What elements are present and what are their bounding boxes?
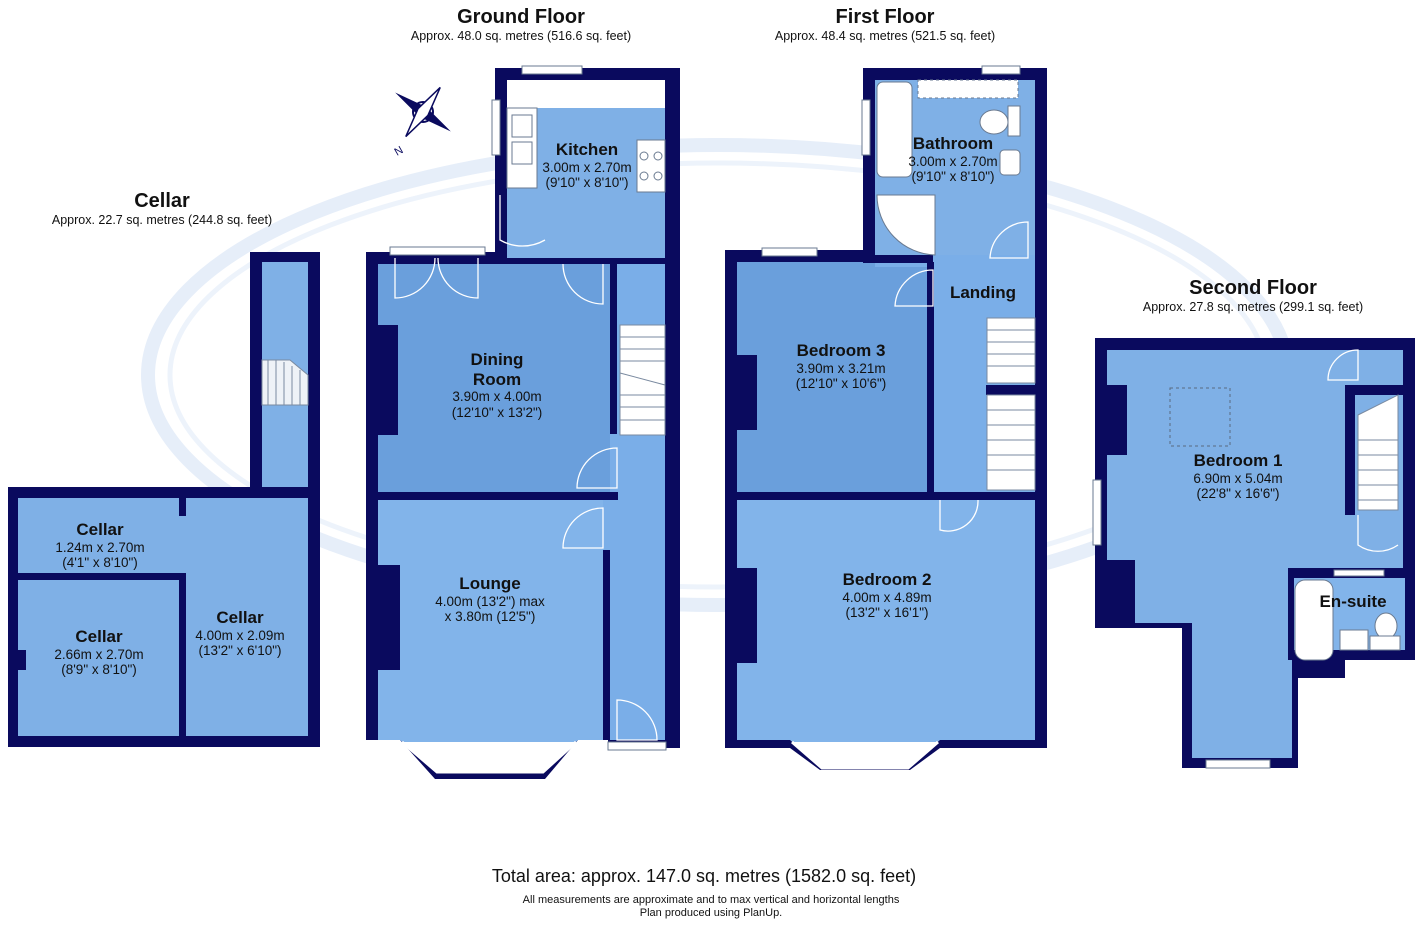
cellar-stairs xyxy=(261,359,309,406)
room-bathroom: Bathroom 3.00m x 2.70m (9'10" x 8'10") xyxy=(908,134,997,185)
second-floor-heading: Second Floor Approx. 27.8 sq. metres (29… xyxy=(1143,277,1363,314)
room-dimensions-metric: 4.00m x 4.89m xyxy=(842,589,932,605)
cellar-heading: Cellar Approx. 22.7 sq. metres (244.8 sq… xyxy=(52,190,272,227)
room-name: Dining xyxy=(470,350,524,369)
room-lounge: Lounge 4.00m (13'2") max x 3.80m (12'5") xyxy=(435,574,544,625)
disclaimer: All measurements are approximate and to … xyxy=(522,894,900,906)
first-floor-heading: First Floor Approx. 48.4 sq. metres (521… xyxy=(775,6,995,43)
room-cellar-c: Cellar 4.00m x 2.09m (13'2" x 6'10") xyxy=(195,608,284,659)
room-dimensions-metric: 2.66m x 2.70m xyxy=(54,646,144,662)
cellar-plan xyxy=(8,252,320,747)
room-name-line2: Room xyxy=(472,369,522,389)
room-dimensions-imperial: (13'2" x 6'10") xyxy=(198,643,282,659)
room-dimensions-imperial: (8'9" x 8'10") xyxy=(61,662,137,678)
room-dimensions-imperial: (13'2" x 16'1") xyxy=(845,605,929,621)
room-name: Bedroom 3 xyxy=(796,341,886,360)
room-en-suite: En-suite xyxy=(1319,592,1386,612)
room-name: Bathroom xyxy=(912,134,994,153)
second-floor-plan xyxy=(1092,338,1415,769)
room-name: Kitchen xyxy=(555,140,619,159)
first-floor-title: First Floor xyxy=(835,6,935,28)
room-name: Lounge xyxy=(459,574,521,593)
ground-floor-area: Approx. 48.0 sq. metres (516.6 sq. feet) xyxy=(410,29,632,43)
ground-floor-title: Ground Floor xyxy=(457,6,585,28)
cellar-title: Cellar xyxy=(134,190,190,212)
room-name: Cellar xyxy=(75,627,123,646)
room-cellar-b: Cellar 2.66m x 2.70m (8'9" x 8'10") xyxy=(54,627,143,678)
room-dimensions-metric: 3.90m x 4.00m xyxy=(452,389,542,405)
room-dimensions-metric: 3.00m x 2.70m xyxy=(908,153,998,169)
plan-credit: Plan produced using PlanUp. xyxy=(639,907,783,919)
room-kitchen: Kitchen 3.00m x 2.70m (9'10" x 8'10") xyxy=(542,140,631,191)
room-name: Bedroom 1 xyxy=(1193,451,1283,470)
room-dimensions-imperial: (12'10" x 13'2") xyxy=(451,404,543,420)
room-landing: Landing xyxy=(950,283,1016,303)
room-name: Cellar xyxy=(216,608,264,627)
first-stairs xyxy=(986,317,1036,491)
room-name: Cellar xyxy=(76,520,124,539)
second-stairs xyxy=(1357,394,1399,511)
room-bedroom-2: Bedroom 2 4.00m x 4.89m (13'2" x 16'1") xyxy=(842,570,931,621)
room-dimensions-imperial: (12'10" x 10'6") xyxy=(795,376,887,392)
room-dimensions-imperial: x 3.80m (12'5") xyxy=(444,609,536,625)
room-name: En-suite xyxy=(1319,592,1387,611)
room-dining: Dining Room 3.90m x 4.00m (12'10" x 13'2… xyxy=(452,350,543,420)
room-dimensions-metric: 4.00m (13'2") max xyxy=(435,593,545,609)
room-cellar-a: Cellar 1.24m x 2.70m (4'1" x 8'10") xyxy=(55,520,144,571)
room-name: Landing xyxy=(949,283,1017,302)
room-dimensions-metric: 4.00m x 2.09m xyxy=(195,627,285,643)
ground-floor-heading: Ground Floor Approx. 48.0 sq. metres (51… xyxy=(411,6,631,43)
room-dimensions-metric: 3.00m x 2.70m xyxy=(542,159,632,175)
room-dimensions-imperial: (22'8" x 16'6") xyxy=(1196,486,1280,502)
compass-icon: N xyxy=(393,86,451,159)
room-dimensions-imperial: (4'1" x 8'10") xyxy=(62,555,138,571)
cellar-area: Approx. 22.7 sq. metres (244.8 sq. feet) xyxy=(51,213,273,227)
room-bedroom-1: Bedroom 1 6.90m x 5.04m (22'8" x 16'6") xyxy=(1193,451,1282,502)
first-floor-area: Approx. 48.4 sq. metres (521.5 sq. feet) xyxy=(774,29,996,43)
first-floor-plan xyxy=(725,65,1047,770)
ground-stairs xyxy=(619,324,666,436)
room-name: Bedroom 2 xyxy=(842,570,932,589)
compass-north-label: N xyxy=(393,144,406,158)
total-area: Total area: approx. 147.0 sq. metres (15… xyxy=(491,866,917,886)
second-floor-title: Second Floor xyxy=(1189,277,1317,299)
room-bedroom-3: Bedroom 3 3.90m x 3.21m (12'10" x 10'6") xyxy=(796,341,887,392)
room-dimensions-metric: 1.24m x 2.70m xyxy=(55,539,145,555)
room-dimensions-imperial: (9'10" x 8'10") xyxy=(545,175,629,191)
second-floor-area: Approx. 27.8 sq. metres (299.1 sq. feet) xyxy=(1142,300,1364,314)
ground-floor-plan xyxy=(366,65,680,779)
room-dimensions-metric: 3.90m x 3.21m xyxy=(796,360,886,376)
room-dimensions-metric: 6.90m x 5.04m xyxy=(1193,470,1283,486)
room-dimensions-imperial: (9'10" x 8'10") xyxy=(911,169,995,185)
